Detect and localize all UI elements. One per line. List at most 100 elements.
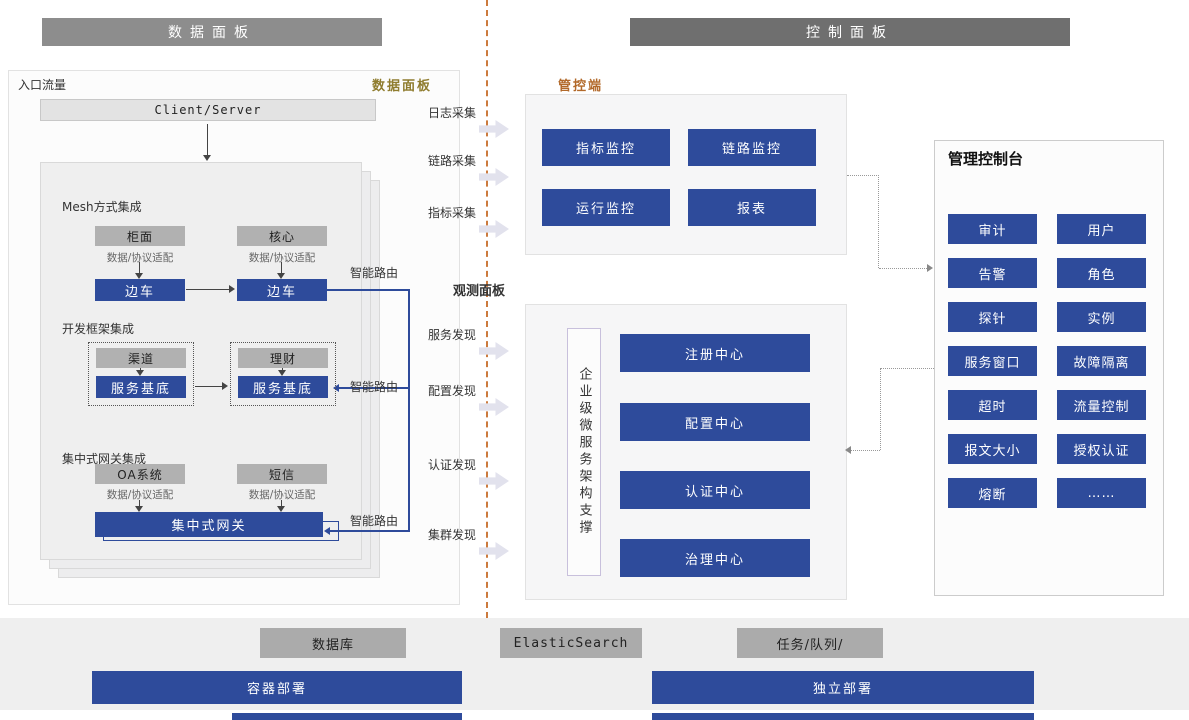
log-collect-arrow-icon bbox=[479, 120, 509, 138]
gateway-down-line-right bbox=[281, 500, 282, 508]
framework-section-title: 开发框架集成 bbox=[62, 322, 135, 336]
route-line-mesh-horizontal bbox=[327, 289, 410, 291]
mesh-down-arrowhead-right bbox=[277, 273, 285, 279]
console-button-grid: 审计 用户 告警 角色 探针 实例 服务窗口 故障隔离 超时 流量控制 报文大小… bbox=[948, 214, 1146, 508]
data-panel-label: 数据面板 bbox=[372, 79, 433, 94]
console-message-size-box: 报文大小 bbox=[948, 434, 1037, 464]
sidecar-right-box: 边车 bbox=[237, 279, 327, 301]
route-line-vertical bbox=[408, 289, 410, 532]
gateway-down-arrowhead-right bbox=[277, 506, 285, 512]
dotted-connector-top-v bbox=[878, 175, 879, 268]
config-center-box: 配置中心 bbox=[620, 403, 810, 441]
mesh-adapter-label-right: 数据/协议适配 bbox=[248, 252, 316, 264]
route-arrowhead-gateway bbox=[324, 527, 330, 535]
runtime-monitor-box: 运行监控 bbox=[542, 189, 670, 226]
framework-group-right bbox=[230, 342, 336, 406]
auth-discovery-label: 认证发现 bbox=[428, 458, 477, 472]
dotted-connector-top-arrowhead bbox=[927, 264, 933, 272]
mesh-smart-route-label: 智能路由 bbox=[350, 266, 399, 280]
client-server-arrow-line bbox=[207, 124, 208, 156]
service-discovery-label: 服务发现 bbox=[428, 328, 477, 342]
config-discovery-arrow-icon bbox=[479, 398, 509, 416]
metric-collect-arrow-icon bbox=[479, 220, 509, 238]
console-traffic-control-box: 流量控制 bbox=[1057, 390, 1146, 420]
console-circuit-break-box: 熔断 bbox=[948, 478, 1037, 508]
gateway-down-line-left bbox=[139, 500, 140, 508]
console-alert-box: 告警 bbox=[948, 258, 1037, 288]
cluster-discovery-label: 集群发现 bbox=[428, 528, 477, 542]
dotted-connector-bottom-arrowhead bbox=[845, 446, 851, 454]
console-instance-box: 实例 bbox=[1057, 302, 1146, 332]
cluster-discovery-arrow-icon bbox=[479, 542, 509, 560]
mesh-adapter-label-left: 数据/协议适配 bbox=[106, 252, 174, 264]
trace-collect-arrow-icon bbox=[479, 168, 509, 186]
framework-group-left bbox=[88, 342, 194, 406]
management-console-title: 管理控制台 bbox=[948, 150, 1024, 168]
microservice-vertical-strip: 企业级微服务架构支撑 bbox=[567, 328, 601, 576]
sidecar-left-box: 边车 bbox=[95, 279, 185, 301]
console-probe-box: 探针 bbox=[948, 302, 1037, 332]
panel-divider-dashed-line bbox=[486, 0, 488, 618]
registry-center-box: 注册中心 bbox=[620, 334, 810, 372]
trace-monitor-box: 链路监控 bbox=[688, 129, 816, 166]
client-server-box: Client/Server bbox=[40, 99, 376, 121]
route-line-framework-horizontal bbox=[339, 387, 410, 389]
route-line-gateway-horizontal bbox=[330, 530, 410, 532]
microservice-vertical-label: 企业级微服务架构支撑 bbox=[576, 367, 592, 537]
metric-monitor-box: 指标监控 bbox=[542, 129, 670, 166]
sms-box: 短信 bbox=[237, 464, 327, 484]
framework-link-line bbox=[195, 386, 223, 387]
dotted-connector-bottom-h2 bbox=[850, 450, 880, 451]
report-box: 报表 bbox=[688, 189, 816, 226]
framework-down-arrowhead-left bbox=[136, 370, 144, 376]
console-ellipsis-box: …… bbox=[1057, 478, 1146, 508]
monitor-panel bbox=[525, 94, 847, 255]
data-panel-header: 数据面板 bbox=[42, 18, 382, 46]
service-base-right-box: 服务基底 bbox=[238, 376, 328, 398]
standalone-deploy-box: 独立部署 bbox=[652, 671, 1034, 704]
client-server-arrowhead bbox=[203, 155, 211, 161]
wealth-box: 理财 bbox=[238, 348, 328, 368]
service-discovery-arrow-icon bbox=[479, 342, 509, 360]
channel-box: 渠道 bbox=[96, 348, 186, 368]
framework-smart-route-label: 智能路由 bbox=[350, 380, 399, 394]
console-audit-box: 审计 bbox=[948, 214, 1037, 244]
console-auth-cert-box: 授权认证 bbox=[1057, 434, 1146, 464]
sidecar-link-arrowhead bbox=[229, 285, 235, 293]
entry-traffic-label: 入口流量 bbox=[18, 78, 67, 92]
auth-center-box: 认证中心 bbox=[620, 471, 810, 509]
console-role-box: 角色 bbox=[1057, 258, 1146, 288]
dotted-connector-bottom-v bbox=[880, 368, 881, 450]
task-queue-box: 任务/队列/ bbox=[737, 628, 883, 658]
config-discovery-label: 配置发现 bbox=[428, 384, 477, 398]
governance-center-box: 治理中心 bbox=[620, 539, 810, 577]
oa-system-box: OA系统 bbox=[95, 464, 185, 484]
log-collect-label: 日志采集 bbox=[428, 106, 477, 120]
console-service-window-box: 服务窗口 bbox=[948, 346, 1037, 376]
console-fault-isolation-box: 故障隔离 bbox=[1057, 346, 1146, 376]
framework-down-arrowhead-right bbox=[278, 370, 286, 376]
control-end-label: 管控端 bbox=[558, 79, 604, 94]
dotted-connector-bottom-h1 bbox=[881, 368, 934, 369]
database-box: 数据库 bbox=[260, 628, 406, 658]
elasticsearch-box: ElasticSearch bbox=[500, 628, 642, 658]
trace-collect-label: 链路采集 bbox=[428, 154, 477, 168]
mesh-core-box: 核心 bbox=[237, 226, 327, 246]
cutoff-blue-bar-left bbox=[232, 713, 462, 720]
gateway-adapter-label-right: 数据/协议适配 bbox=[248, 489, 316, 501]
observe-panel-label: 观测面板 bbox=[453, 284, 506, 299]
control-panel-header: 控制面板 bbox=[630, 18, 1070, 46]
dotted-connector-top-h1 bbox=[847, 175, 879, 176]
mesh-down-line-right bbox=[281, 262, 282, 274]
mesh-section-title: Mesh方式集成 bbox=[62, 200, 142, 214]
mesh-counter-box: 柜面 bbox=[95, 226, 185, 246]
mesh-down-line-left bbox=[139, 262, 140, 274]
console-timeout-box: 超时 bbox=[948, 390, 1037, 420]
framework-link-arrowhead bbox=[222, 382, 228, 390]
container-deploy-box: 容器部署 bbox=[92, 671, 462, 704]
gateway-smart-route-label: 智能路由 bbox=[350, 514, 399, 528]
auth-discovery-arrow-icon bbox=[479, 472, 509, 490]
gateway-down-arrowhead-left bbox=[135, 506, 143, 512]
console-user-box: 用户 bbox=[1057, 214, 1146, 244]
